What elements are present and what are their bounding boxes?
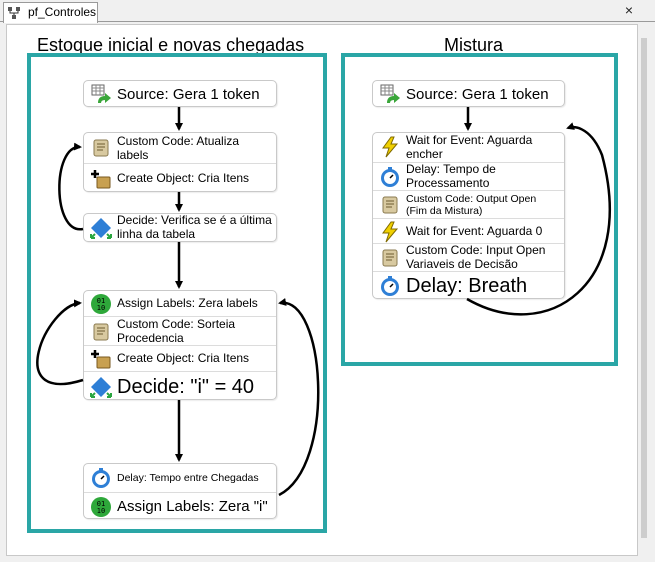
block-text: Custom Code: Atualiza labels — [117, 134, 240, 162]
stopwatch-icon — [381, 167, 399, 187]
create-object-icon — [91, 350, 111, 369]
assign-labels-icon: 01 10 — [91, 497, 111, 517]
block-text: Wait for Event: Aguarda encher — [406, 133, 533, 161]
block-text: Custom Code: Output Open (Fim da Mistura… — [406, 193, 537, 218]
svg-text:10: 10 — [97, 304, 105, 312]
vertical-scrollbar[interactable] — [639, 24, 649, 556]
panel-title-estoque: Estoque inicial e novas chegadas — [37, 35, 305, 55]
svg-text:01: 01 — [97, 500, 105, 508]
block-decide-verifica[interactable]: Decide: Verifica se é a última linha da … — [83, 213, 277, 242]
block-source-left[interactable]: Source: Gera 1 token — [83, 80, 277, 107]
block-text: Create Object: Cria Itens — [117, 351, 250, 365]
decide-icon — [90, 377, 112, 398]
source-icon — [380, 84, 400, 103]
stopwatch-icon — [92, 468, 110, 488]
block-group-atualiza[interactable]: Custom Code: Atualiza labels Create Obje… — [83, 132, 277, 192]
scroll-code-icon — [93, 323, 109, 341]
block-text: Custom Code: Sorteia Procedencia — [117, 317, 236, 345]
block-source-right[interactable]: Source: Gera 1 token — [372, 80, 565, 107]
block-group-mistura[interactable]: Wait for Event: Aguarda encher Delay: Te… — [372, 132, 565, 299]
block-group-zera-labels[interactable]: 01 10 Assign Labels: Zera labels Custom … — [83, 290, 277, 400]
block-text: Assign Labels: Zera labels — [117, 296, 258, 310]
block-group-chegadas[interactable]: Delay: Tempo entre Chegadas 01 10 Assign… — [83, 463, 277, 519]
tab-bar: pf_Controles × — [0, 0, 655, 23]
block-text: Delay: Tempo entre Chegadas — [117, 472, 259, 484]
block-text: Create Object: Cria Itens — [117, 171, 250, 185]
stopwatch-icon — [381, 276, 399, 296]
create-object-icon — [91, 170, 111, 189]
decide-icon — [90, 218, 112, 239]
assign-labels-icon: 01 10 — [91, 294, 111, 314]
scroll-code-icon — [93, 139, 109, 157]
block-text: Source: Gera 1 token — [117, 86, 260, 103]
lightning-event-icon — [382, 221, 399, 243]
tab-label: pf_Controles — [28, 5, 97, 19]
lightning-event-icon — [382, 136, 399, 158]
scroll-code-icon — [382, 249, 398, 267]
panel-title-mistura: Mistura — [444, 35, 504, 55]
block-text: Delay: Breath — [406, 275, 528, 297]
block-text: Source: Gera 1 token — [406, 86, 549, 103]
scroll-code-icon — [382, 196, 398, 214]
svg-text:10: 10 — [97, 507, 105, 515]
close-icon[interactable]: × — [624, 2, 634, 18]
block-text: Decide: Verifica se é a última linha da … — [117, 213, 272, 241]
block-text: Delay: Tempo de Processamento — [406, 162, 496, 190]
source-icon — [91, 84, 111, 103]
block-text: Wait for Event: Aguarda 0 — [406, 224, 543, 238]
process-flow-icon — [8, 7, 20, 19]
flow-canvas[interactable]: Estoque inicial e novas chegadas Mistura… — [6, 24, 638, 556]
block-text: Assign Labels: Zera "i" — [117, 498, 268, 515]
svg-text:01: 01 — [97, 297, 105, 305]
block-text: Decide: "i" = 40 — [117, 376, 255, 398]
block-text: Custom Code: Input Open Variaveis de Dec… — [406, 243, 546, 271]
scrollbar-thumb[interactable] — [641, 38, 647, 538]
tab-pf-controles[interactable]: pf_Controles — [3, 2, 98, 23]
